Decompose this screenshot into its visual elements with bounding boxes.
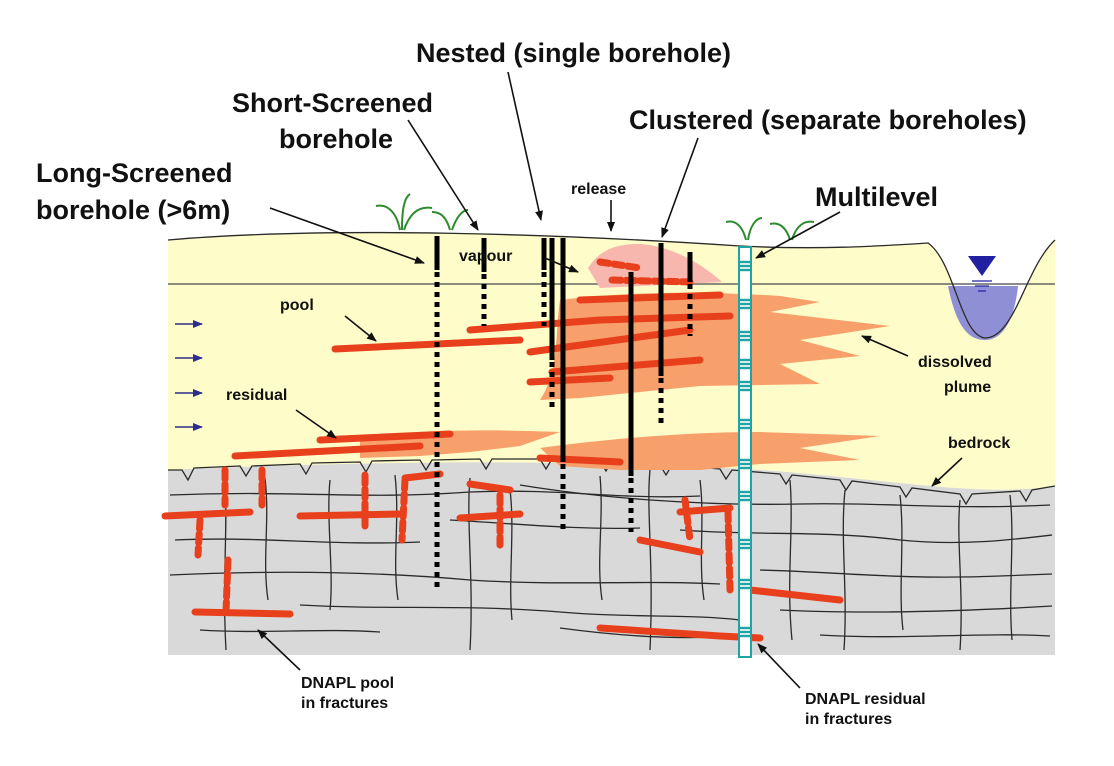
label-short-screened-2: borehole [279, 124, 393, 154]
label-long-screened-2: borehole (>6m) [36, 195, 230, 225]
flow-arrows [175, 320, 203, 431]
bedrock-fractures [169, 469, 1053, 651]
label-short-screened-1: Short-Screened [232, 88, 433, 118]
dnapl-vertical-fractures [194, 258, 734, 616]
dissolved-plume-lower [540, 432, 880, 470]
bedrock-surface [168, 458, 1056, 506]
label-dnapl-residual-2: in fractures [805, 711, 892, 728]
label-vapour: vapour [459, 248, 512, 265]
label-long-screened-1: Long-Screened [36, 158, 233, 188]
label-dnapl-residual-1: DNAPL residual [805, 691, 926, 708]
label-clustered: Clustered (separate boreholes) [629, 105, 1027, 135]
label-residual: residual [226, 387, 287, 404]
label-plume: plume [944, 379, 991, 396]
nested-borehole [541, 238, 566, 530]
ground-surface [167, 231, 1056, 339]
water-table-icon [968, 256, 996, 276]
label-dissolved: dissolved [918, 354, 992, 371]
label-pool: pool [280, 297, 314, 314]
multilevel-well [738, 246, 752, 658]
clustered-boreholes [628, 243, 693, 532]
label-bedrock: bedrock [948, 435, 1010, 452]
label-release: release [571, 181, 626, 198]
label-multilevel: Multilevel [815, 182, 938, 212]
grass-icon [375, 193, 815, 241]
surface-water [948, 286, 1018, 340]
label-dnapl-pool-2: in fractures [301, 695, 388, 712]
leader-arrows [257, 71, 963, 689]
label-nested: Nested (single borehole) [416, 38, 731, 68]
label-dnapl-pool-1: DNAPL pool [301, 675, 394, 692]
